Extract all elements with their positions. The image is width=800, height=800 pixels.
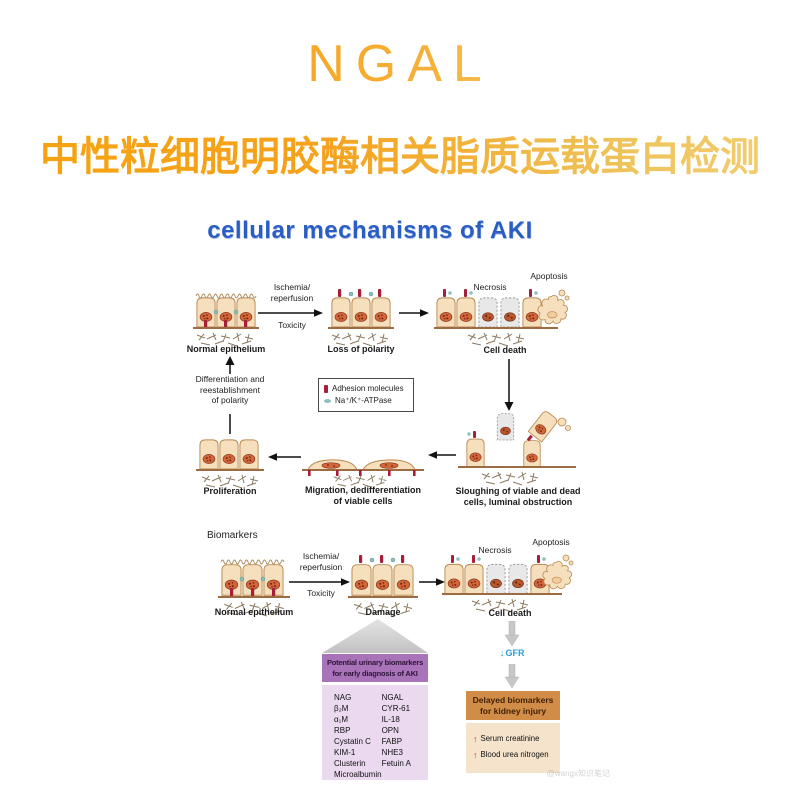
delayed-biomarker-label: Blood urea nitrogen	[480, 750, 549, 759]
sloughing-label: Sloughing of viable and dead cells, lumi…	[455, 486, 581, 507]
arrow-left-icon	[428, 451, 456, 459]
biomarkers-necrosis-label: Necrosis	[478, 545, 512, 555]
biomarkers-normal-epithelium-label: Normal epithelium	[214, 607, 294, 617]
watermark: @wangx知识笔记	[546, 769, 610, 778]
urinary-biomarkers-box-title: Potential urinary biomarkers for early d…	[322, 654, 428, 682]
legend-atpase-label: Na⁺/K⁺-ATPase	[335, 396, 392, 405]
biomarker-item: CYR-61	[381, 704, 411, 713]
biomarkers-apoptosis-label: Apoptosis	[532, 537, 570, 547]
biomarkers-toxicity-label: Toxicity	[307, 588, 335, 598]
differentiation-label: Differentiation and reestablishment of p…	[195, 374, 265, 405]
up-arrow-icon: ↑	[473, 750, 478, 760]
ischemia-reperfusion-label: Ischemia/ reperfusion	[270, 282, 314, 303]
atpase-icon	[324, 399, 331, 403]
arrow-up-icon	[225, 356, 235, 374]
page-title: NGAL	[0, 34, 800, 94]
arrow-right-icon	[258, 309, 323, 317]
legend-atpase-row: Na⁺/K⁺-ATPase	[324, 395, 408, 407]
delayed-biomarkers-box-body: ↑ Serum creatinine ↑ Blood urea nitrogen	[466, 723, 560, 773]
gray-arrow-down-icon	[504, 664, 520, 689]
damage-illustration	[348, 555, 418, 617]
biomarker-item: IL-18	[381, 715, 400, 724]
legend-adhesion-row: Adhesion molecules	[324, 383, 408, 395]
legend-box: Adhesion molecules Na⁺/K⁺-ATPase	[318, 378, 414, 412]
delayed-biomarker-label: Serum creatinine	[480, 734, 540, 743]
loss-of-polarity-illustration	[328, 289, 394, 347]
arrow-down-icon	[504, 359, 514, 411]
biomarker-item: KIM-1	[334, 748, 356, 757]
gray-arrow-down-icon	[504, 621, 520, 647]
biomarker-item: Cystatin C	[334, 737, 371, 746]
biomarker-item: Fetuin A	[381, 759, 411, 768]
page-subtitle-chinese: 中性粒细胞明胶酶相关脂质运载蛋白检测	[0, 124, 800, 182]
diagram-title: cellular mechanisms of AKI	[207, 217, 533, 244]
biomarker-item: NHE3	[381, 748, 403, 757]
gfr-label: GFR	[505, 648, 525, 658]
normal-epithelium-label: Normal epithelium	[186, 344, 266, 354]
biomarker-item: NAG	[334, 693, 352, 702]
loss-of-polarity-label: Loss of polarity	[327, 344, 395, 354]
migration-label: Migration, dedifferentiation of viable c…	[305, 485, 421, 506]
damage-label: Damage	[365, 607, 401, 617]
migration-illustration	[302, 459, 424, 488]
biomarker-item: NGAL	[381, 693, 404, 702]
funnel-arrow-icon	[322, 619, 428, 653]
delayed-biomarker-item: ↑ Blood urea nitrogen	[473, 747, 560, 763]
biomarker-item: FABP	[381, 737, 403, 746]
biomarker-item: OPN	[381, 726, 399, 735]
connector-line	[229, 414, 231, 434]
biomarker-item: RBP	[334, 726, 351, 735]
arrow-left-icon	[268, 453, 301, 461]
adhesion-molecule-icon	[324, 385, 328, 393]
biomarker-item: α₁M	[334, 715, 348, 724]
arrow-right-icon	[289, 578, 350, 586]
arrow-right-icon	[419, 578, 445, 586]
biomarker-item: Clusterin	[334, 759, 366, 768]
cell-death-illustration	[434, 289, 570, 347]
necrosis-label: Necrosis	[473, 282, 507, 292]
apoptosis-label: Apoptosis	[530, 271, 568, 281]
legend-adhesion-label: Adhesion molecules	[332, 384, 404, 393]
gfr-down-arrow-icon: ↓	[499, 648, 505, 659]
proliferation-label: Proliferation	[203, 486, 257, 496]
arrow-right-icon	[399, 309, 429, 317]
proliferation-illustration	[196, 439, 264, 489]
cell-death-label: Cell death	[483, 345, 527, 355]
normal-epithelium-illustration	[193, 293, 259, 347]
biomarkers-ischemia-label: Ischemia/ reperfusion	[299, 551, 343, 572]
up-arrow-icon: ↑	[473, 734, 478, 744]
biomarkers-normal-epithelium-illustration	[218, 559, 290, 617]
biomarkers-cell-death-illustration	[442, 554, 574, 613]
biomarkers-heading: Biomarkers	[207, 530, 258, 541]
delayed-biomarker-item: ↑ Serum creatinine	[473, 731, 560, 747]
delayed-biomarkers-box-title: Delayed biomarkers for kidney injury	[466, 691, 560, 720]
biomarkers-cell-death-label: Cell death	[488, 608, 532, 618]
gfr-indicator: ↓GFR	[486, 648, 538, 659]
biomarker-item: β₂M	[334, 704, 349, 713]
biomarker-item: Microalbumin	[334, 770, 382, 779]
toxicity-label: Toxicity	[278, 320, 306, 330]
sloughing-illustration	[458, 409, 576, 486]
